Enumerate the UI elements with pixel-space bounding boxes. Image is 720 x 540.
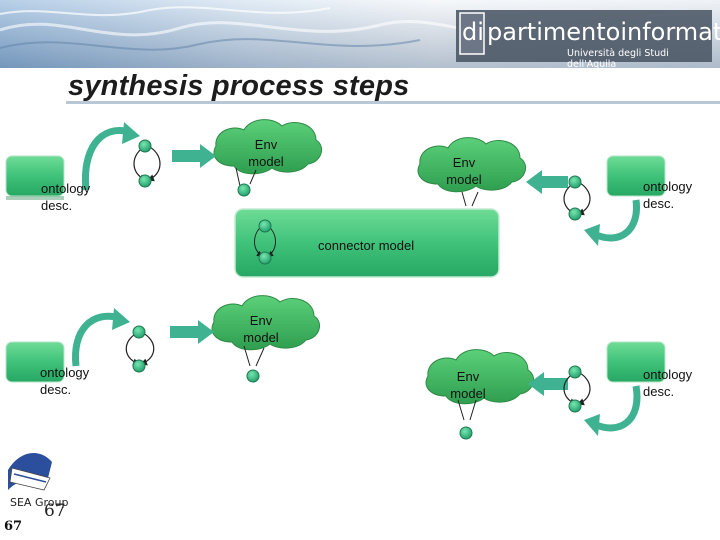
- arrow-right-bottom: [170, 320, 214, 344]
- curved-arrow-bottom-right: [584, 385, 641, 436]
- ontology-label-top-left: ontology desc.: [41, 181, 91, 213]
- ontology-box-bottom-right: [606, 341, 666, 383]
- header-water-graphic: [0, 0, 720, 68]
- automaton-bottom-right: [563, 365, 591, 413]
- cloud-node-bottom-b: [457, 399, 477, 440]
- env-label-top-b: Env model: [446, 155, 482, 187]
- automaton-bottom-left: [125, 325, 155, 373]
- cloud-node-top-a: [235, 167, 257, 197]
- cloud-node-bottom-a: [243, 345, 265, 383]
- page-number-footer: 67: [4, 519, 23, 534]
- logo-main-text: partimentoinformatica: [487, 18, 720, 46]
- logo-prefix: di: [462, 18, 484, 46]
- curved-arrow-top-left: [81, 122, 140, 191]
- ontology-box-top-left: [5, 155, 65, 200]
- automaton-top-right: [563, 175, 591, 221]
- slide-title: synthesis process steps: [68, 70, 410, 102]
- arrow-left-bottom: [528, 372, 568, 396]
- automaton-top-left: [133, 139, 161, 188]
- sea-group-logo: [8, 452, 52, 491]
- connector-model-box: [234, 208, 500, 278]
- arrow-right-top: [172, 144, 216, 168]
- logo-subtitle: Università degli Studi dell'Aquila: [567, 48, 669, 68]
- env-label-bottom-b: Env model: [450, 369, 486, 401]
- ontology-label-bottom-left: ontology desc.: [40, 365, 90, 397]
- connector-model-label: connector model: [318, 238, 415, 253]
- connector-automaton: [254, 219, 276, 265]
- page-number: 67: [44, 501, 66, 521]
- ontology-box-bottom-left: [5, 341, 65, 383]
- curved-arrow-bottom-left: [72, 308, 130, 367]
- ontology-box-top-right: [606, 155, 666, 197]
- env-cloud-bottom-a: [211, 295, 321, 351]
- sea-group-label: SEA Group: [10, 496, 69, 509]
- cloud-node-top-b: [461, 191, 479, 207]
- title-underline: [66, 101, 720, 104]
- header-banner: di partimentoinformatica Università degl…: [0, 0, 720, 68]
- curved-arrow-top-right: [584, 199, 640, 246]
- env-cloud-top-b: [417, 137, 527, 193]
- arrow-left-top: [526, 170, 568, 194]
- env-label-bottom-a: Env model: [243, 313, 279, 345]
- env-label-top-a: Env model: [248, 137, 284, 169]
- ontology-label-top-right: ontology desc.: [643, 179, 693, 211]
- ontology-label-bottom-right: ontology desc.: [643, 367, 693, 399]
